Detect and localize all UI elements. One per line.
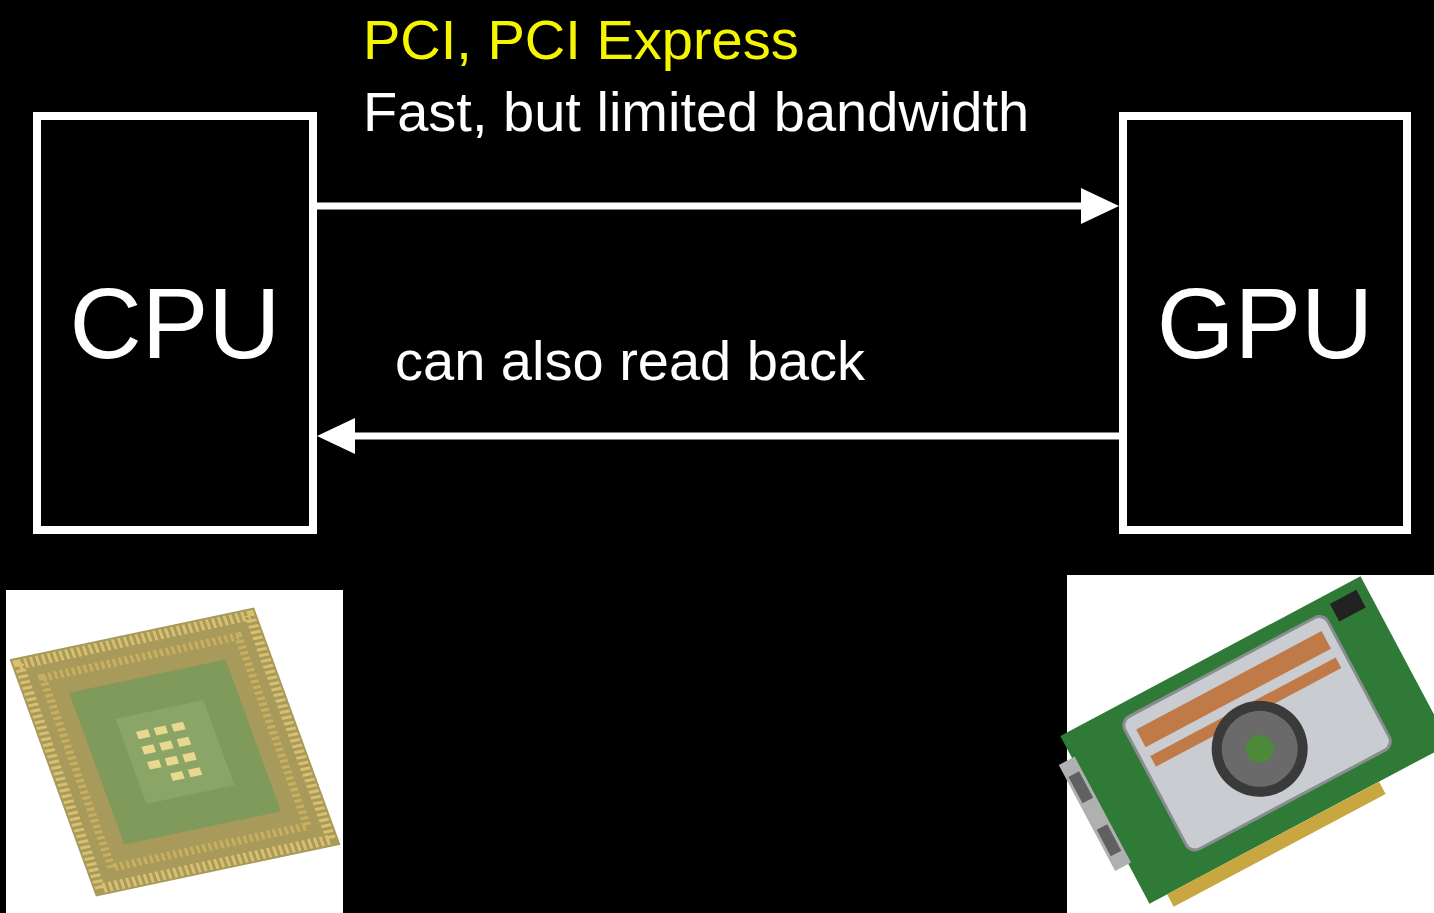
edge-label: can also read back [395, 333, 865, 389]
graphics-card-photo [1047, 575, 1434, 913]
bus-arrow [317, 188, 1119, 224]
bus-name: PCI, PCI Express [363, 12, 799, 68]
bus-arrow [317, 418, 1119, 454]
edge-label: Fast, but limited bandwidth [363, 84, 1029, 140]
box-title: GPU [1157, 273, 1374, 373]
box-title: CPU [69, 273, 280, 373]
process-box: GPU [1119, 112, 1411, 534]
cpu-photo [6, 590, 343, 913]
process-box: CPU [33, 112, 317, 534]
